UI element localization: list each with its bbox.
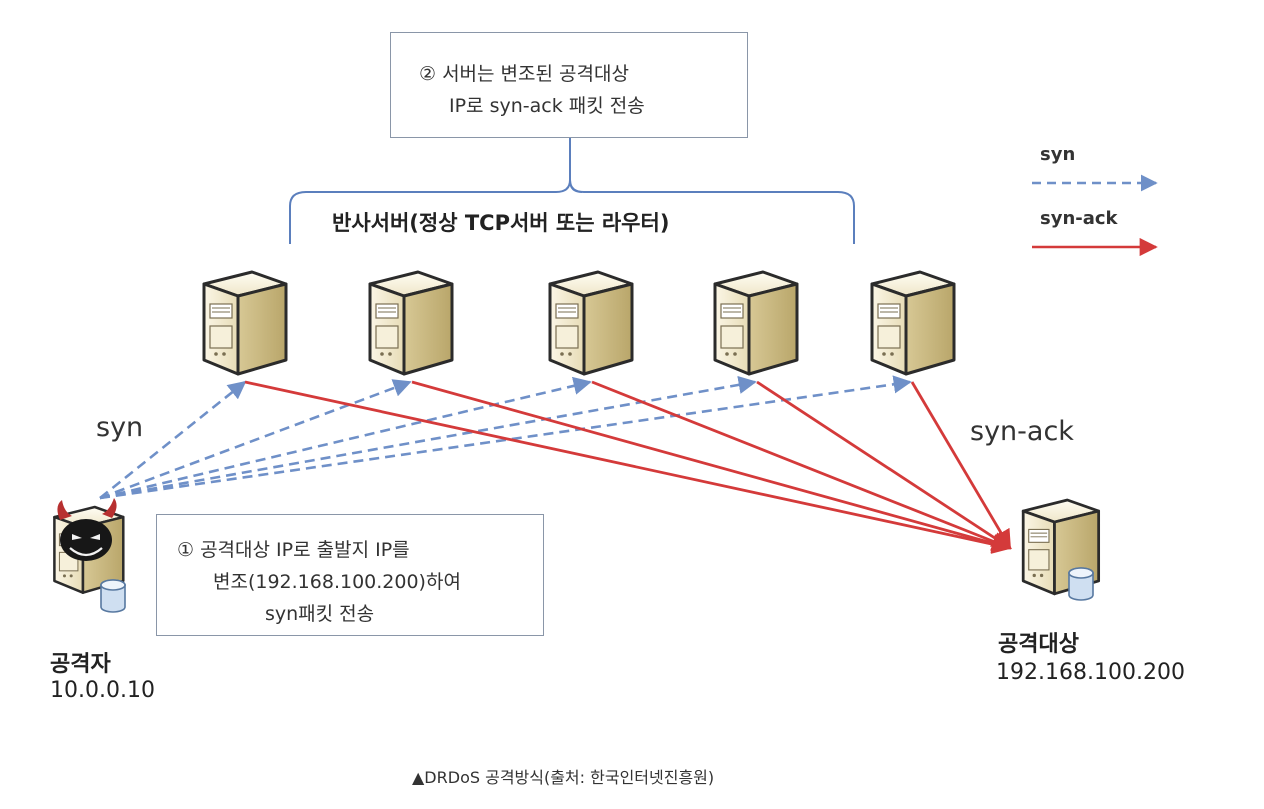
reflector-group-label: 반사서버(정상 TCP서버 또는 라우터) <box>332 211 670 235</box>
step1-note-box: ① 공격대상 IP로 출발지 IP를 변조(192.168.100.200)하여… <box>156 514 544 636</box>
reflector-server-icon-1 <box>202 270 288 376</box>
legend-synack-label: syn-ack <box>1040 208 1118 229</box>
reflector-server-icon-5 <box>870 270 956 376</box>
reflector-bracket <box>289 179 855 244</box>
attacker-name: 공격자 <box>50 652 111 677</box>
synack-arrow-3 <box>591 380 1012 551</box>
victim-ip: 192.168.100.200 <box>996 660 1185 685</box>
synack-arrow-4 <box>756 380 1012 550</box>
syn-edge-label: syn <box>96 412 144 443</box>
synack-arrow-2 <box>411 380 1012 553</box>
legend-syn-label: syn <box>1040 144 1076 165</box>
attacker-ip: 10.0.0.10 <box>50 678 155 703</box>
step2-line1: ② 서버는 변조된 공격대상 <box>419 63 629 85</box>
syn-arrow-4 <box>99 375 757 500</box>
step2-connector <box>569 138 583 193</box>
step1-line3: syn패킷 전송 <box>265 603 375 625</box>
synack-arrow-5 <box>910 381 1012 550</box>
syn-arrows <box>99 375 912 500</box>
victim-server-icon <box>1021 498 1101 601</box>
reflector-server-icon-4 <box>713 270 799 376</box>
syn-arrow-3 <box>99 376 592 500</box>
synack-edge-label: syn-ack <box>970 416 1074 447</box>
synack-arrows <box>244 380 1012 554</box>
syn-arrow-2 <box>99 379 412 500</box>
reflector-server-icon-2 <box>368 270 454 376</box>
step2-note-box: ② 서버는 변조된 공격대상 IP로 syn-ack 패킷 전송 <box>390 32 748 138</box>
reflector-server-icon-3 <box>548 270 634 376</box>
figure-caption: ▲DRDoS 공격방식(출처: 한국인터넷진흥원) <box>412 768 715 787</box>
devil-server-icon <box>53 498 126 613</box>
step2-line2: IP로 syn-ack 패킷 전송 <box>449 95 645 117</box>
syn-arrow-5 <box>99 375 912 500</box>
synack-arrow-1 <box>244 380 1012 554</box>
step1-line1: ① 공격대상 IP로 출발지 IP를 <box>177 539 410 561</box>
victim-name: 공격대상 <box>998 632 1079 657</box>
step1-line2: 변조(192.168.100.200)하여 <box>213 571 461 593</box>
